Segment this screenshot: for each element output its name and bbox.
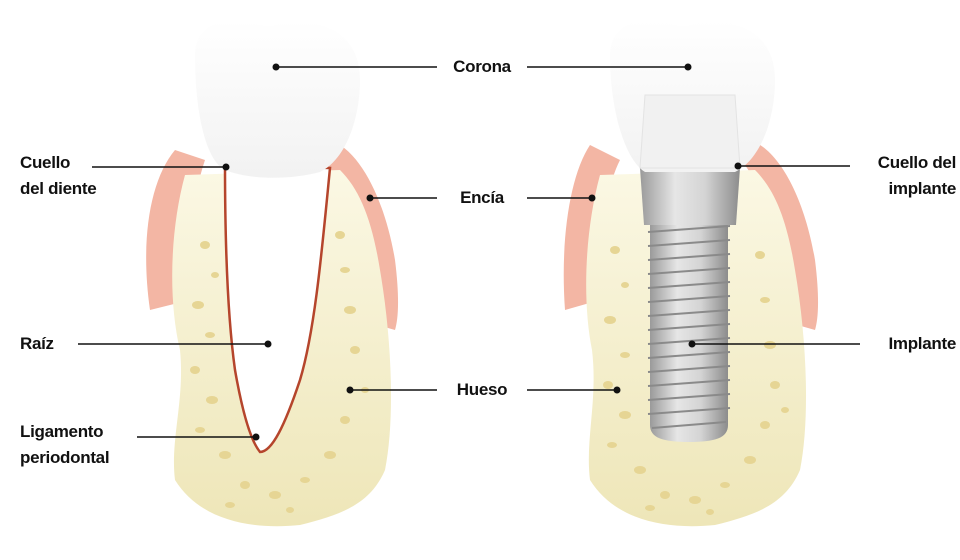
- dot-corona-left: [273, 64, 280, 71]
- dot-hueso-left: [347, 387, 354, 394]
- abutment: [640, 95, 740, 168]
- label-cuello-implante-line1: Cuello del: [878, 152, 956, 174]
- label-cuello-diente-line1: Cuello: [20, 152, 70, 174]
- implant-collar: [640, 168, 740, 225]
- natural-tooth: [146, 20, 398, 526]
- label-ligamento-line2: periodontal: [20, 447, 109, 469]
- implant-screw: [648, 222, 730, 442]
- label-hueso: Hueso: [437, 379, 527, 401]
- label-ligamento-line1: Ligamento: [20, 421, 103, 443]
- label-encia: Encía: [437, 187, 527, 209]
- dot-encia-right: [589, 195, 596, 202]
- label-corona: Corona: [437, 56, 527, 78]
- dot-cuello-diente: [223, 164, 230, 171]
- dot-encia-left: [367, 195, 374, 202]
- label-cuello-implante-line2: implante: [888, 178, 956, 200]
- dot-cuello-implante: [735, 163, 742, 170]
- dot-corona-right: [685, 64, 692, 71]
- label-raiz: Raíz: [20, 333, 54, 355]
- dot-ligamento: [253, 434, 260, 441]
- implant-tooth: [564, 20, 818, 526]
- label-cuello-diente-line2: del diente: [20, 178, 96, 200]
- crown-natural: [195, 20, 360, 178]
- label-implante: Implante: [888, 333, 956, 355]
- dot-hueso-right: [614, 387, 621, 394]
- dot-implante: [689, 341, 696, 348]
- dot-raiz: [265, 341, 272, 348]
